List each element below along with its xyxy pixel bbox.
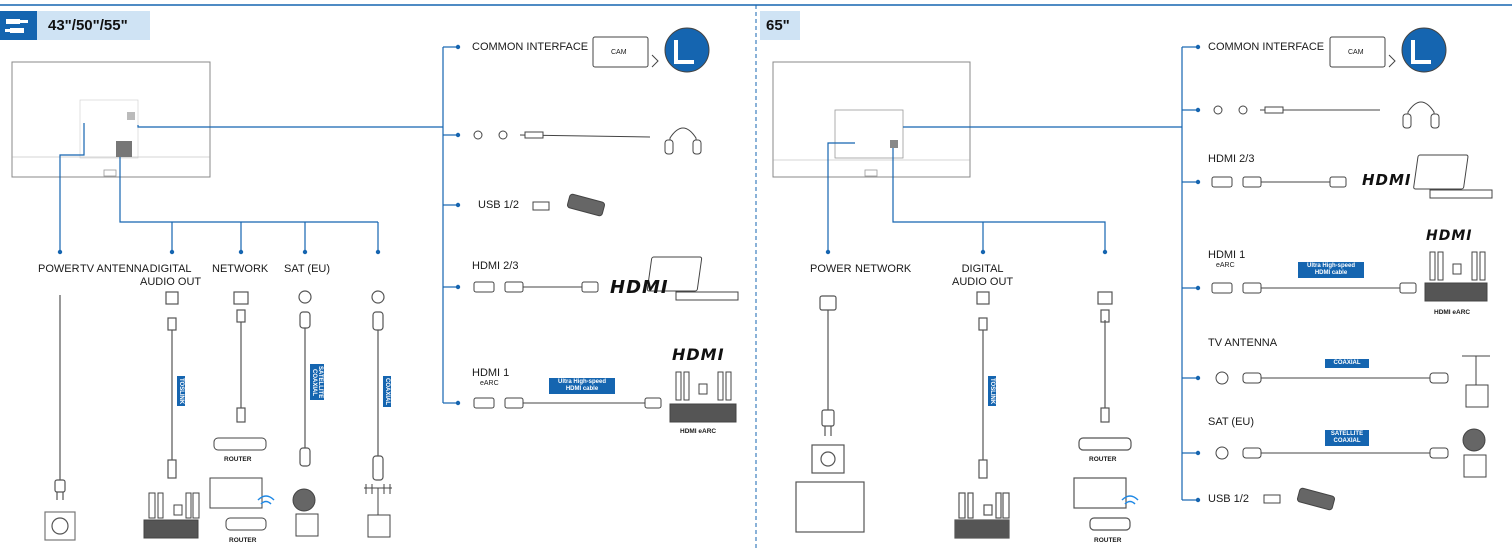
header-left: 43"/50"/55" [0,11,150,40]
label-hdmi1-right: HDMI 1 [1208,249,1246,261]
tag-toslink-left: TOSLINK [177,376,185,407]
header-right: 65" [760,11,800,40]
router-label-2-left: ROUTER [229,537,257,544]
tag-coaxial-left: COAXIAL [383,376,391,407]
hdmi-logo-left-2: HDMI [672,345,725,364]
label-hdmi23-left: HDMI 2/3 [472,260,519,272]
wifi-icon-right [1121,495,1139,505]
label-power-right: POWER [810,263,852,275]
right-connection-lines [827,46,1198,501]
label-network-left: NETWORK [212,263,269,275]
router-label-1-left: ROUTER [224,456,252,463]
label-power-left: POWER [38,263,80,275]
label-digital-audio-left: DIGITAL AUDIO OUT [140,263,202,288]
label-usb-left: USB 1/2 [478,199,519,211]
hdmi-logo-right-1: HDMI [1362,171,1412,189]
left-panel-title: 43"/50"/55" [48,17,128,34]
tag-ultra-hdmi-right: Ultra High-speed HDMI cable [1298,262,1364,278]
label-tv-antenna-right: TV ANTENNA [1208,337,1278,349]
label-sat-right: SAT (EU) [1208,416,1255,428]
tv-back-left [11,61,211,178]
tag-coaxial-right: COAXIAL [1325,359,1369,368]
right-cables [795,291,1132,539]
label-network-right: NETWORK [855,263,912,275]
label-cam-left: CAM [611,49,627,56]
label-cam-right: CAM [1348,49,1364,56]
tv-back-right [772,61,971,178]
label-hdmi-earc-device-left: HDMI eARC [680,428,717,435]
left-cables [44,290,385,541]
label-earc-right: eARC [1216,262,1235,269]
tag-sat-coaxial-left: SATELLITE COAXIAL [310,364,324,401]
label-usb-right: USB 1/2 [1208,493,1249,505]
tag-ultra-hdmi-left: Ultra High-speed HDMI cable [549,378,615,394]
label-hdmi-earc-device-right: HDMI eARC [1434,309,1471,316]
label-common-interface-left: COMMON INTERFACE [472,41,589,53]
label-earc-left: eARC [480,380,499,387]
label-tv-antenna-left: TV ANTENNA [80,263,150,275]
left-side-devices [473,27,739,423]
left-connection-lines [59,46,458,404]
hdmi-logo-right-2: HDMI [1426,228,1473,244]
left-devices [143,437,392,539]
tag-sat-coaxial-right: SATELLITE COAXIAL [1325,430,1369,446]
cable-plug-icon [0,11,37,40]
label-hdmi23-right: HDMI 2/3 [1208,153,1255,165]
wifi-icon-left [257,495,275,505]
router-label-2-right: ROUTER [1094,537,1122,544]
right-panel-title: 65" [766,17,790,34]
label-common-interface-right: COMMON INTERFACE [1208,41,1325,53]
right-side-devices [1211,27,1493,511]
hdmi-logo-left-1: HDMI [610,277,669,298]
tag-toslink-right: TOSLINK [988,376,996,407]
label-hdmi1-left: HDMI 1 [472,367,510,379]
router-label-1-right: ROUTER [1089,456,1117,463]
label-digital-audio-right: DIGITAL AUDIO OUT [952,263,1014,288]
label-sat-left: SAT (EU) [284,263,331,275]
